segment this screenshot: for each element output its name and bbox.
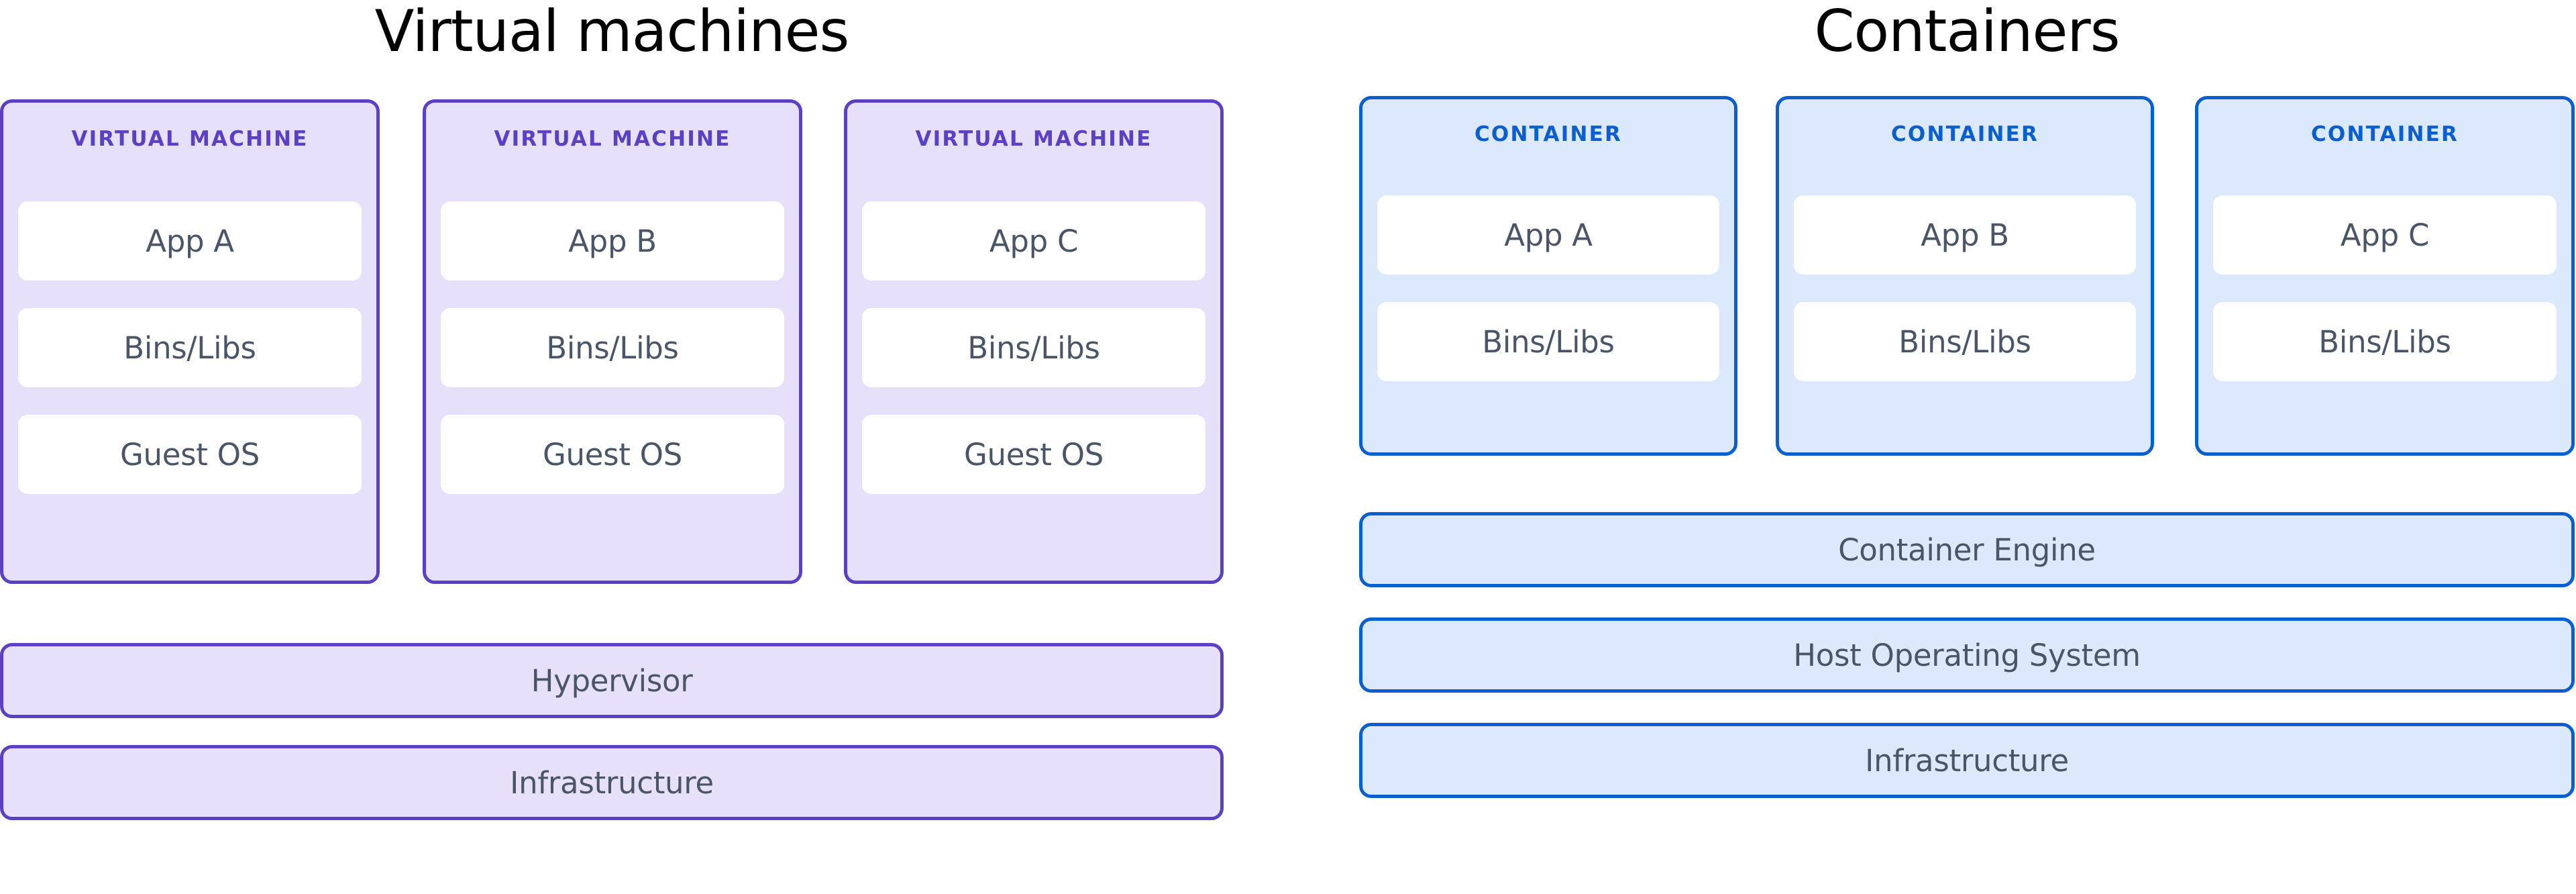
virtual-machine-card-3-tile-bins-libs: Bins/Libs <box>862 308 1205 387</box>
virtual-machines-title: Virtual machines <box>374 0 850 65</box>
containers-title: Containers <box>1814 0 2120 65</box>
host-operating-system-label: Host Operating System <box>1793 637 2141 673</box>
container-card-1-tile-app: App A <box>1377 195 1719 275</box>
virtual-machine-card-3-tile-app: App C <box>862 201 1205 281</box>
tile-label: Bins/Libs <box>1482 324 1615 360</box>
container-engine-label: Container Engine <box>1838 532 2096 568</box>
tile-label: Guest OS <box>542 436 683 473</box>
virtual-machine-card-3-label: VIRTUAL MACHINE <box>915 127 1152 151</box>
container-infrastructure-bar: Infrastructure <box>1359 723 2575 798</box>
container-card-3-label: CONTAINER <box>2310 122 2459 146</box>
container-card-2-label: CONTAINER <box>1890 122 2039 146</box>
virtual-machine-card-3-tile-guest-os: Guest OS <box>862 415 1205 494</box>
container-card-2-tile-app: App B <box>1794 195 2136 275</box>
tile-label: Bins/Libs <box>967 330 1100 366</box>
hypervisor-bar: Hypervisor <box>0 643 1224 718</box>
virtual-machine-card-1-label: VIRTUAL MACHINE <box>71 127 309 151</box>
container-card-1-label: CONTAINER <box>1474 122 1623 146</box>
tile-label: Bins/Libs <box>546 330 679 366</box>
container-card-3: CONTAINER App C Bins/Libs <box>2195 96 2575 456</box>
vm-infrastructure-label: Infrastructure <box>510 764 714 801</box>
tile-label: App A <box>1504 217 1593 253</box>
tile-label: Guest OS <box>119 436 260 473</box>
container-engine-bar: Container Engine <box>1359 512 2575 587</box>
container-card-1-tile-bins-libs: Bins/Libs <box>1377 302 1719 381</box>
container-infrastructure-label: Infrastructure <box>1865 742 2069 779</box>
tile-label: Bins/Libs <box>2318 324 2451 360</box>
virtual-machine-card-1-tile-app: App A <box>18 201 362 281</box>
virtual-machine-card-2: VIRTUAL MACHINE App B Bins/Libs Guest OS <box>423 99 802 584</box>
virtual-machine-card-2-tile-guest-os: Guest OS <box>441 415 784 494</box>
virtual-machine-card-1-tile-guest-os: Guest OS <box>18 415 362 494</box>
container-card-2: CONTAINER App B Bins/Libs <box>1776 96 2154 456</box>
tile-label: Guest OS <box>963 436 1104 473</box>
tile-label: App A <box>146 223 234 259</box>
virtual-machine-card-2-tile-bins-libs: Bins/Libs <box>441 308 784 387</box>
tile-label: App C <box>2340 217 2430 253</box>
container-card-3-tile-bins-libs: Bins/Libs <box>2213 302 2557 381</box>
tile-label: Bins/Libs <box>123 330 256 366</box>
vm-infrastructure-bar: Infrastructure <box>0 745 1224 820</box>
virtual-machine-card-1-tile-bins-libs: Bins/Libs <box>18 308 362 387</box>
host-operating-system-bar: Host Operating System <box>1359 617 2575 693</box>
hypervisor-label: Hypervisor <box>531 662 693 699</box>
tile-label: Bins/Libs <box>1898 324 2031 360</box>
virtual-machine-card-2-tile-app: App B <box>441 201 784 281</box>
virtual-machine-card-1: VIRTUAL MACHINE App A Bins/Libs Guest OS <box>0 99 380 584</box>
container-card-1: CONTAINER App A Bins/Libs <box>1359 96 1737 456</box>
tile-label: App B <box>1921 217 2009 253</box>
container-card-3-tile-app: App C <box>2213 195 2557 275</box>
container-card-2-tile-bins-libs: Bins/Libs <box>1794 302 2136 381</box>
tile-label: App C <box>989 223 1079 259</box>
virtual-machine-card-2-label: VIRTUAL MACHINE <box>494 127 731 151</box>
tile-label: App B <box>568 223 657 259</box>
virtual-machine-card-3: VIRTUAL MACHINE App C Bins/Libs Guest OS <box>844 99 1224 584</box>
